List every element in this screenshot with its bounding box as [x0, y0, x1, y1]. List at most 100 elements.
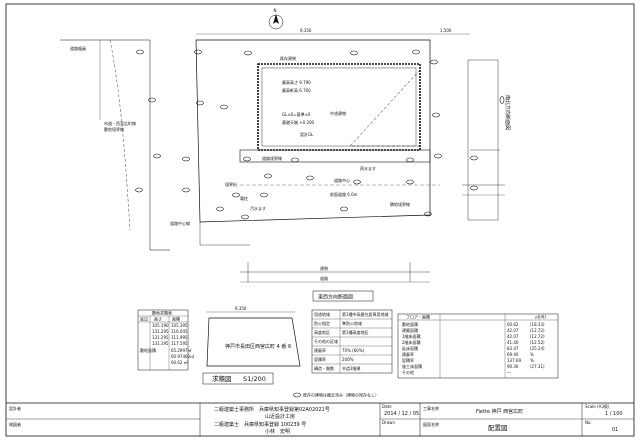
svg-text:防火指定: 防火指定 — [314, 320, 330, 326]
ew-section: 建物 道路 東西方向断面図 — [240, 262, 430, 302]
svg-text:容積率: 容積率 — [402, 357, 414, 363]
scale-label: Scale (A3版) — [585, 403, 610, 409]
svg-text:69.40: 69.40 — [507, 352, 519, 357]
road-width-label: 道路幅員 — [70, 45, 86, 51]
svg-text:131.295: 131.295 — [152, 329, 169, 334]
road-boundary-label: 道路境界線 — [262, 155, 282, 161]
road-edge-line — [60, 39, 170, 251]
height-d-label: 基礎天端 +0.200 — [282, 119, 315, 125]
svg-text:㎡(坪): ㎡(坪) — [535, 314, 547, 320]
date-value: 2014 / 12 / 05 — [384, 411, 419, 417]
ew-caption-box — [312, 290, 374, 302]
svg-text:—: — — [507, 370, 511, 375]
ns-section: 南北方向断面図 — [434, 59, 511, 221]
dim-right-label: 1,500 — [440, 28, 452, 33]
scale-value: 1 / 100 — [605, 411, 623, 417]
svg-text:(12.72): (12.72) — [530, 328, 545, 333]
svg-text:83.47: 83.47 — [507, 346, 519, 351]
svg-text:容積率: 容積率 — [314, 356, 326, 362]
drawing-name-value: 配置図 — [488, 424, 508, 432]
small-plan-caption: 求積図 — [212, 374, 232, 383]
svg-text:42.07: 42.07 — [507, 334, 519, 339]
office-line-2: 山近設計工房 — [265, 413, 295, 420]
ew-label-building: 建物 — [320, 265, 328, 271]
date-label: Date — [382, 404, 392, 409]
road-front-label: 前面道路 6.0m — [330, 191, 358, 197]
small-plan: 9,350 神戸市長田区西宮広町 4 番 6 求積図 S1/200 — [202, 306, 301, 385]
svg-text:60.62 ㎡: 60.62 ㎡ — [171, 359, 188, 365]
sheet-border — [5, 3, 635, 437]
svg-text:既存の建物は撤去済み（建物の残存なし）: 既存の建物は撤去済み（建物の残存なし） — [303, 392, 379, 398]
drawn-label: Drawn — [382, 420, 395, 425]
sheet-no-value: 01 — [612, 427, 618, 433]
ew-caption: 東西方向断面図 — [318, 294, 353, 301]
sheet-no-label: No. — [585, 420, 592, 425]
title-designer-label: 設計者 — [9, 405, 21, 411]
road-center-line — [109, 39, 131, 231]
area-table: 敷地求積表 底辺 高さ 面積 105.190 105.395 131.295 1… — [137, 310, 194, 371]
title-block: 設計者 検図者 二級建築士事務所 兵庫県知事登録第02A02021号 山近設計工… — [6, 402, 634, 436]
svg-text:2階床面積: 2階床面積 — [402, 339, 421, 345]
svg-text:200%: 200% — [342, 357, 354, 362]
height-diagonal — [349, 69, 421, 147]
svg-text:41.40: 41.40 — [507, 340, 519, 345]
pole-label: 電柱 — [240, 195, 248, 201]
svg-text:42.07: 42.07 — [507, 328, 519, 333]
height-a-label: 最高高さ 9.790 — [282, 79, 311, 85]
info-table: 用途地域 第1種中高層住居専用地域 防火指定 準防火地域 高度地区 第1種高度地… — [311, 309, 393, 374]
ew-label-road: 道路 — [320, 275, 328, 281]
svg-text:第1種高度地区: 第1種高度地区 — [342, 329, 369, 335]
architect-line-1: 二級建築士 兵庫県知事登録 100239 号 — [214, 421, 306, 428]
svg-text:底辺: 底辺 — [140, 316, 148, 322]
rain-label: 雨水ます — [360, 165, 376, 171]
existing-building-label: 既存建物 — [280, 55, 296, 61]
small-plan-site: 神戸市長田区西宮広町 4 番 6 — [225, 343, 291, 350]
svg-text:105.395: 105.395 — [171, 323, 188, 328]
project-value: Fiette 神戸 西宮広町 — [476, 408, 523, 415]
svg-text:(27.31): (27.31) — [530, 364, 545, 369]
site-boundary — [195, 39, 431, 223]
dim-total-label: 9,350 — [300, 28, 312, 33]
new-building-label: 中途建物 — [330, 110, 346, 116]
svg-text:137.69: 137.69 — [507, 358, 521, 363]
north-label: N — [274, 8, 277, 13]
svg-text:用途地域: 用途地域 — [314, 311, 330, 317]
svg-text:(12.52): (12.52) — [530, 340, 545, 345]
height-b-label: 最高軒高 6.700 — [282, 87, 311, 93]
office-line-1: 二級建築士事務所 兵庫県知事登録第02A02021号 — [214, 406, 330, 413]
svg-text:その他の区域: その他の区域 — [314, 338, 338, 344]
svg-text:敷地面積: 敷地面積 — [140, 347, 156, 353]
height-c-label: GL±0=基準±0 — [282, 111, 311, 117]
svg-text:60.97460㎡: 60.97460㎡ — [171, 353, 194, 359]
svg-text:(12.72): (12.72) — [530, 334, 545, 339]
building-inner-line — [261, 67, 417, 147]
title-checker-label: 検図者 — [9, 421, 21, 427]
boundary-note-left: 敷地境界線 — [104, 126, 124, 132]
ns-section-frame — [467, 59, 499, 221]
svg-text:延床面積: 延床面積 — [402, 345, 418, 351]
svg-text:116.045: 116.045 — [171, 329, 188, 334]
svg-text:面積: 面積 — [172, 316, 180, 322]
small-plan-scale: S1/200 — [243, 375, 266, 383]
svg-text:65.2997㎡: 65.2997㎡ — [171, 347, 192, 353]
north-arrow: N — [268, 8, 284, 30]
svg-text:70% (60%): 70% (60%) — [342, 348, 365, 353]
building-footprint — [257, 63, 421, 151]
svg-text:敷地面積: 敷地面積 — [402, 321, 418, 327]
svg-text:%: % — [530, 352, 534, 357]
road-center-left-label: 道路中心線 — [170, 220, 190, 226]
svg-text:131.195: 131.195 — [152, 341, 169, 346]
svg-text:構造・階数: 構造・階数 — [314, 365, 334, 371]
legend-note: 既存の建物は撤去済み（建物の残存なし） — [293, 392, 379, 398]
sewer-label: 汚水ます — [250, 205, 266, 211]
svg-text:%: % — [530, 358, 534, 363]
svg-text:90.30: 90.30 — [507, 364, 519, 369]
svg-text:フロア・面積: フロア・面積 — [406, 314, 430, 320]
side-road-label: 市道・西宮広町線 — [104, 120, 136, 126]
project-label: 工事名称 — [423, 405, 439, 411]
svg-text:施工床面積: 施工床面積 — [402, 363, 422, 369]
neighbour-label: 隣地境界線 — [390, 201, 410, 207]
svg-text:準防火地域: 準防火地域 — [342, 320, 362, 326]
svg-text:木造2階建: 木造2階建 — [342, 365, 361, 371]
